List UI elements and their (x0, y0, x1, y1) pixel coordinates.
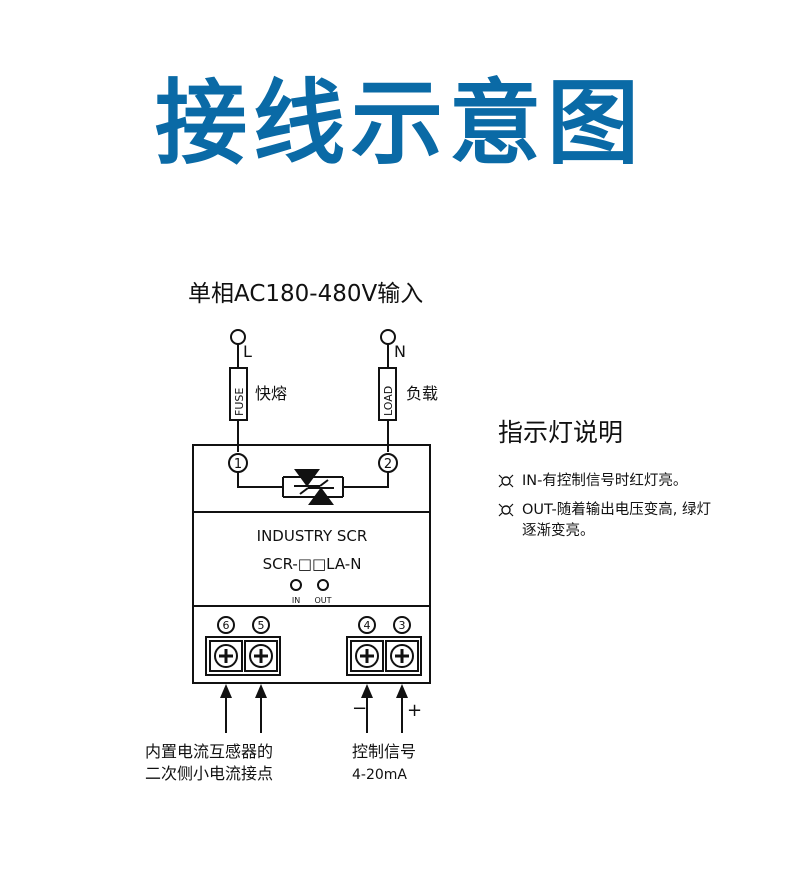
legend-item-out-text-1: OUT-随着输出电压变高, 绿灯 (522, 502, 712, 518)
minus-label: − (352, 698, 367, 719)
pin-6-circle (217, 616, 235, 634)
pin-4-circle (358, 616, 376, 634)
pin-1-label: 1 (234, 457, 242, 472)
pin-5-circle (252, 616, 270, 634)
indicator-legend: 指示灯说明 IN-有控制信号时红灯亮。 OUT-随着输出电压变高, 绿灯 逐渐变… (498, 413, 788, 550)
pin-3-label: 3 (399, 619, 406, 632)
screw-4 (355, 644, 379, 668)
module-body (192, 444, 431, 684)
screw-3 (390, 644, 414, 668)
legend-title: 指示灯说明 (498, 418, 624, 447)
led-icon (498, 474, 514, 488)
pin-5-label: 5 (258, 619, 265, 632)
terminal-N-label: N (394, 342, 406, 361)
arrow-5 (255, 684, 267, 698)
led-in (290, 579, 302, 591)
ct-label-line1: 内置电流互感器的 (145, 742, 273, 761)
load-label: 负载 (406, 384, 438, 403)
terminal-L-label: L (243, 342, 252, 361)
terminal-N-circle (380, 329, 396, 345)
module-name: INDUSTRY SCR (257, 527, 368, 545)
scr-triangle-b (308, 487, 334, 505)
scr-triangle-a (294, 469, 320, 487)
fuse-label: 快熔 (255, 384, 287, 403)
pin-3-circle (393, 616, 411, 634)
fuse-text: FUSE (233, 388, 246, 416)
led-out (317, 579, 329, 591)
pin-6-label: 6 (223, 619, 230, 632)
arrow-4 (361, 684, 373, 698)
plus-label: + (407, 700, 422, 721)
led-icon (498, 503, 514, 517)
ct-label-line2: 二次侧小电流接点 (145, 764, 273, 783)
screw-6 (214, 644, 238, 668)
signal-label-line2: 4-20mA (352, 767, 407, 783)
page-title: 接线示意图 (154, 70, 645, 177)
pin-4-label: 4 (364, 619, 371, 632)
led-out-label: OUT (314, 596, 331, 605)
pin-2-label: 2 (384, 457, 392, 472)
arrow-3 (396, 684, 408, 698)
led-in-label: IN (292, 596, 300, 605)
legend-item-in: IN-有控制信号时红灯亮。 (498, 471, 788, 492)
load-text: LOAD (382, 386, 395, 416)
module-model: SCR-□□LA-N (263, 555, 362, 573)
arrow-6 (220, 684, 232, 698)
legend-item-out: OUT-随着输出电压变高, 绿灯 逐渐变亮。 (498, 500, 788, 542)
screw-5 (249, 644, 273, 668)
input-label: 单相AC180-480V输入 (188, 281, 423, 307)
legend-item-in-text: IN-有控制信号时红灯亮。 (522, 473, 688, 489)
signal-label-line1: 控制信号 (352, 742, 416, 761)
legend-item-out-text-2: 逐渐变亮。 (522, 523, 595, 539)
